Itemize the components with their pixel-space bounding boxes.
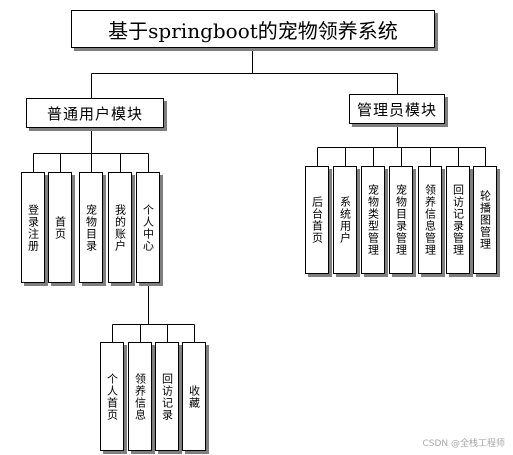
personal-item-adoption-info: 领养信息 [128,342,152,451]
user-item-home: 首页 [48,172,72,283]
connector-admin [317,124,486,166]
admin-module-label: 管理员模块 [356,100,437,119]
user-item-my-account: 我的账户 [108,172,132,283]
system-title: 基于springboot的宠物领养系统 [108,18,398,43]
admin-item-pet-catalog-management: 宠物目录管理 [389,166,413,274]
system-title-box: 基于springboot的宠物领养系统 [71,10,435,48]
connector-root [91,47,398,98]
user-item-login-register: 登录注册 [21,172,45,283]
personal-item-home: 个人首页 [100,342,124,451]
admin-item-pet-type-management: 宠物类型管理 [361,166,385,274]
admin-item-dashboard: 后台首页 [305,166,329,274]
user-module-label: 普通用户模块 [46,104,143,123]
admin-item-system-users: 系统用户 [333,166,357,274]
admin-item-visit-records-management: 回访记录管理 [446,166,470,274]
user-item-personal-center: 个人中心 [136,172,160,283]
connector-personal [112,283,195,342]
connector-user [33,128,149,172]
watermark: CSDN @全栈工程师 [422,439,505,449]
personal-item-visit-records: 回访记录 [155,342,179,451]
user-module-box: 普通用户模块 [26,98,164,128]
admin-item-adoption-info-management: 领养信息管理 [418,166,442,274]
user-item-pet-catalog: 宠物目录 [79,172,103,283]
personal-item-favorites: 收藏 [182,342,206,451]
admin-item-carousel-management: 轮播图管理 [473,166,497,274]
admin-module-box: 管理员模块 [349,94,445,124]
